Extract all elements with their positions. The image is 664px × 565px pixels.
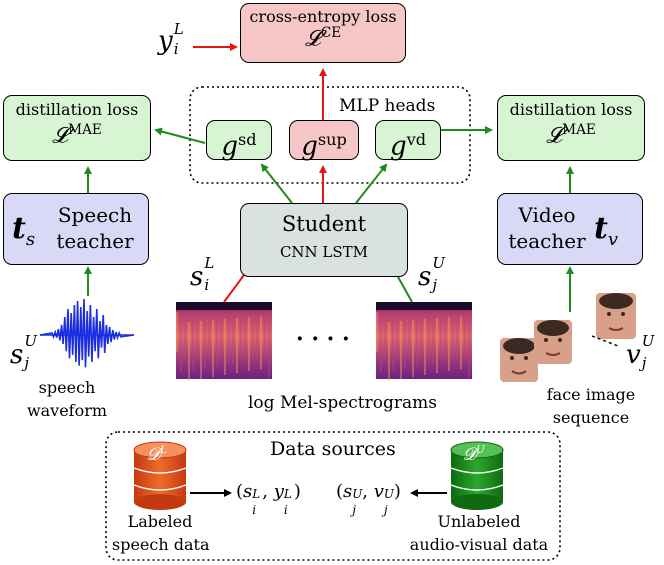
arrow-student-to-gvd (355, 163, 388, 204)
speech-waveform-graphic (39, 298, 135, 368)
arrow-student-to-gsd (260, 163, 293, 204)
ce-title: cross-entropy loss (249, 7, 397, 26)
unlabeled-db-symbol: 𝓓U (463, 444, 485, 465)
face-images-graphic (500, 293, 636, 382)
head-gsup: gsup (289, 120, 359, 162)
mlp-heads-title: MLP heads (339, 96, 436, 116)
labeled-database-icon (133, 441, 187, 510)
spectrogram-right (376, 302, 472, 381)
student-box: Student CNN LSTM (240, 203, 408, 277)
head-gsd: gsd (206, 120, 272, 162)
v-j-U-label: v U j (626, 332, 655, 372)
spectrogram-caption: log Mel-spectrograms (248, 393, 437, 413)
student-subtitle: CNN LSTM (279, 243, 369, 262)
s-j-U-wave-label: s U j (10, 332, 37, 372)
s-j-U-student-label: s U j (418, 254, 445, 294)
data-sources-region (105, 431, 561, 561)
distillation-loss-right: distillation loss 𝓛MAE (497, 95, 645, 161)
arrow-gsd-to-dist-left (154, 127, 206, 144)
cross-entropy-loss-box: cross-entropy loss 𝓛CE (240, 3, 406, 63)
video-teacher-symbol: tv (594, 211, 619, 250)
dots-separator: · · · · (296, 326, 350, 352)
student-title: Student (281, 212, 367, 236)
ce-symbol: 𝓛CE (304, 25, 342, 52)
speech-teacher-symbol: ts (12, 211, 36, 250)
y-label: y L i (158, 20, 184, 58)
head-gvd: gvd (375, 120, 441, 162)
mlp-heads-region (189, 86, 471, 184)
unlabeled-database-icon (450, 441, 504, 510)
labeled-db-symbol: 𝓓L (147, 444, 168, 465)
data-sources-title: Data sources (270, 438, 396, 460)
distillation-loss-left: distillation loss 𝓛MAE (3, 95, 151, 161)
spectrogram-left (176, 302, 272, 381)
s-i-L-label: s L i (190, 254, 215, 294)
